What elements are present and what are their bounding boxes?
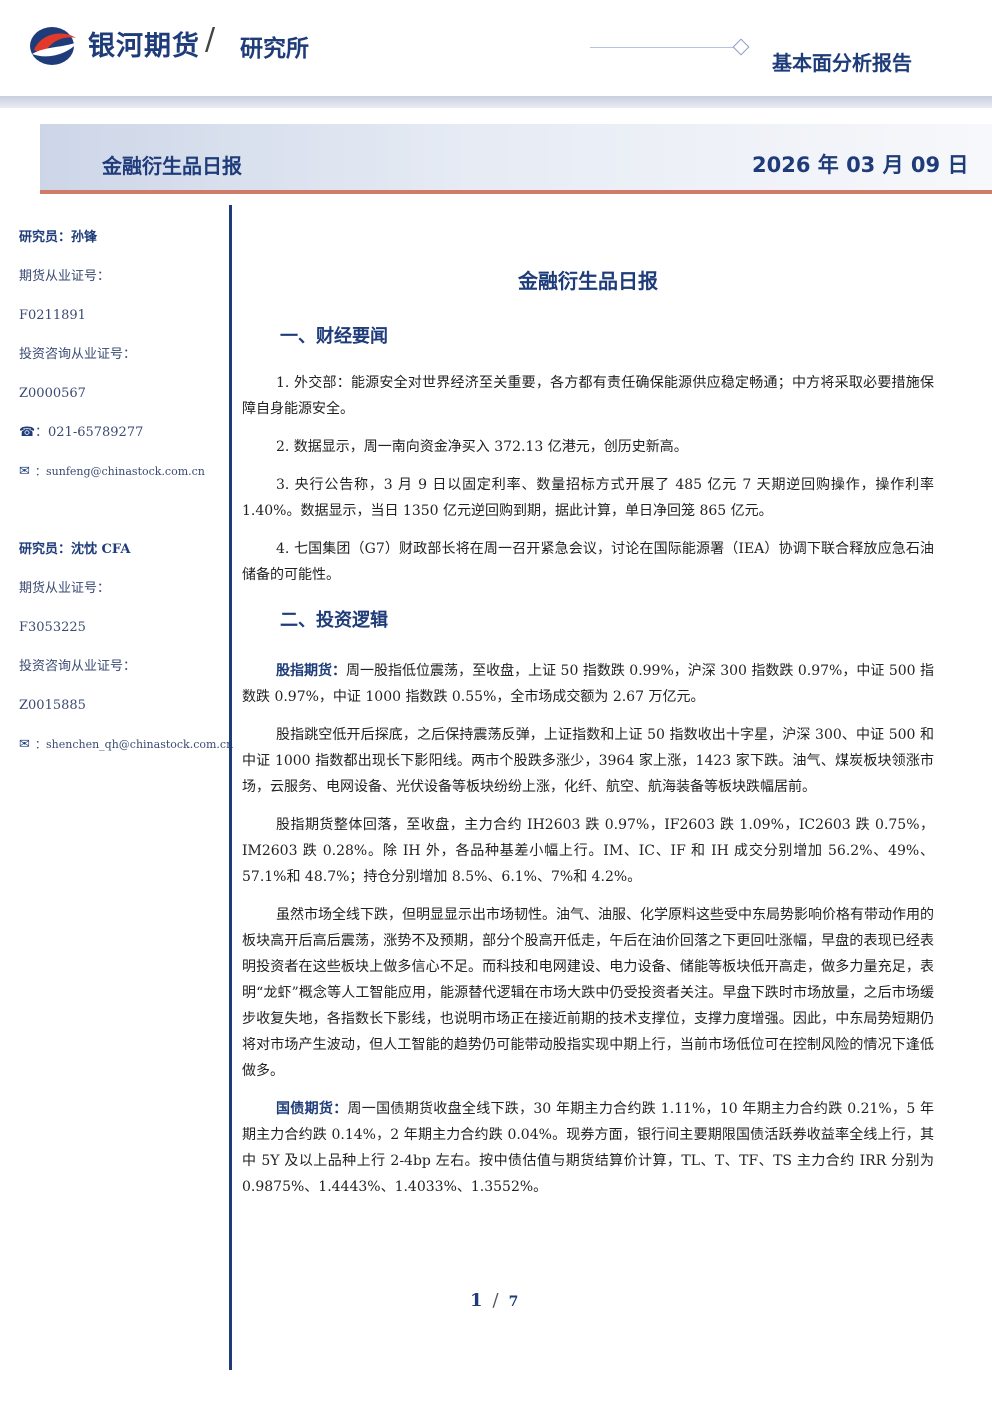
- stock-index-paragraph: 股指期货：周一股指低位震荡，至收盘，上证 50 指数跌 0.99%，沪深 300…: [242, 658, 934, 710]
- researcher-2-license-label: 期货从业证号：: [19, 581, 111, 596]
- researcher-2-license: F3053225: [19, 620, 86, 635]
- page-separator: /: [492, 1290, 499, 1311]
- brand-name: 银河期货: [88, 31, 200, 62]
- header-decoration-line: [590, 47, 735, 48]
- stock-index-paragraph: 股指跳空低开后探底，之后保持震荡反弹，上证指数和上证 50 指数收出十字星，沪深…: [242, 727, 934, 795]
- researcher-1-license: F0211891: [19, 308, 86, 323]
- mail-icon: ✉: [19, 737, 30, 752]
- news-item: 3. 央行公告称，3 月 9 日以固定利率、数量招标方式开展了 485 亿元 7…: [242, 477, 934, 519]
- mail-icon: ✉: [19, 464, 30, 479]
- brand-department: 研究所: [240, 36, 309, 62]
- galaxy-futures-logo-icon: [30, 27, 78, 65]
- page-header: 银河期货 / 研究所 基本面分析报告: [0, 0, 992, 110]
- header-band: [0, 96, 992, 108]
- brand-separator: /: [205, 22, 216, 57]
- news-item: 2. 数据显示，周一南向资金净买入 372.13 亿港元，创历史新高。: [276, 439, 688, 455]
- total-pages: 7: [508, 1294, 519, 1310]
- researcher-1-consult: Z0000567: [19, 386, 86, 401]
- title-bar: [40, 124, 992, 192]
- report-date: 2026 年 03 月 09 日: [752, 153, 969, 177]
- title-bar-title: 金融衍生品日报: [102, 154, 242, 178]
- researcher-1-phone: ：021-65789277: [35, 425, 144, 440]
- researcher-1-phone-row: ☎：021-65789277: [19, 419, 229, 458]
- document-title: 金融衍生品日报: [518, 269, 658, 293]
- researcher-2-consult-label: 投资咨询从业证号：: [19, 659, 137, 674]
- stock-index-label: 股指期货：: [276, 663, 347, 679]
- researcher-sidebar: 研究员：孙锋 期货从业证号： F0211891 投资咨询从业证号： Z00005…: [19, 224, 233, 770]
- researcher-1-license-label: 期货从业证号：: [19, 269, 111, 284]
- phone-icon: ☎: [19, 425, 36, 440]
- section-heading-logic: 二、投资逻辑: [280, 610, 388, 631]
- bond-futures-text: 周一国债期货收盘全线下跌，30 年期主力合约跌 1.11%，10 年期主力合约跌…: [242, 1101, 934, 1195]
- section-heading-news: 一、财经要闻: [280, 326, 388, 347]
- news-item: 4. 七国集团（G7）财政部长将在周一召开紧急会议，讨论在国际能源署（IEA）协…: [242, 541, 934, 583]
- stock-index-text: 周一股指低位震荡，至收盘，上证 50 指数跌 0.99%，沪深 300 指数跌 …: [242, 663, 935, 705]
- sidebar-divider: [229, 205, 232, 1370]
- researcher-1-email-row: ✉ ：sunfeng@chinastock.com.cn: [19, 458, 229, 497]
- researcher-2-email-row: ✉ ：shenchen_qh@chinastock.com.cn: [19, 731, 233, 770]
- diamond-icon: [732, 38, 750, 56]
- report-type: 基本面分析报告: [772, 51, 912, 75]
- title-bar-accent: [40, 190, 992, 194]
- bond-futures-label: 国债期货：: [276, 1101, 348, 1117]
- researcher-2-consult: Z0015885: [19, 698, 86, 713]
- researcher-1-email[interactable]: ：sunfeng@chinastock.com.cn: [35, 465, 205, 478]
- page-number: 1 / 7: [470, 1290, 518, 1311]
- researcher-1-name: 研究员：孙锋: [19, 230, 98, 245]
- researcher-1-consult-label: 投资咨询从业证号：: [19, 347, 137, 362]
- researcher-2-name: 研究员：沈忱 CFA: [19, 542, 131, 557]
- report-body: 金融衍生品日报 一、财经要闻 1. 外交部：能源安全对世界经济至关重要，各方都有…: [242, 262, 934, 1212]
- researcher-2-email[interactable]: ：shenchen_qh@chinastock.com.cn: [35, 738, 234, 751]
- stock-index-paragraph: 虽然市场全线下跌，但明显显示出市场韧性。油气、油服、化学原料这些受中东局势影响价…: [242, 907, 934, 1079]
- current-page: 1: [470, 1290, 483, 1311]
- stock-index-paragraph: 股指期货整体回落，至收盘，主力合约 IH2603 跌 0.97%，IF2603 …: [242, 817, 934, 885]
- news-item: 1. 外交部：能源安全对世界经济至关重要，各方都有责任确保能源供应稳定畅通；中方…: [242, 375, 934, 417]
- bond-futures-paragraph: 国债期货：周一国债期货收盘全线下跌，30 年期主力合约跌 1.11%，10 年期…: [242, 1096, 934, 1200]
